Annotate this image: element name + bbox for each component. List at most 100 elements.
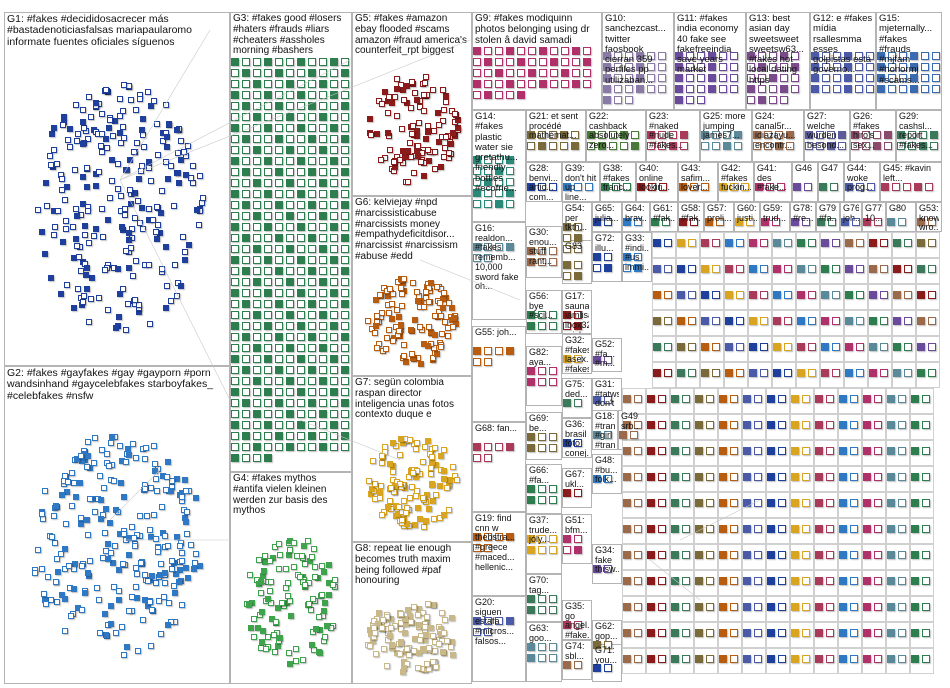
graph-node [171,582,178,589]
graph-node [297,421,305,429]
graph-node [723,141,731,150]
graph-node [473,544,481,552]
graph-node [319,377,327,385]
small-group-label: G68: fan... [475,424,518,433]
small-group-label: G56: bye #sci... [529,292,553,321]
graph-node [619,431,627,439]
graph-node [821,239,829,247]
graph-node [473,443,481,451]
graph-node [701,265,709,273]
cluster-nodes [695,571,717,595]
graph-node [41,251,48,258]
graph-node [911,603,919,611]
graph-node [844,52,852,61]
graph-node [268,615,275,622]
graph-node [775,130,783,139]
graph-node [128,594,135,601]
graph-node [791,447,799,455]
group-label: G22: cashback absolutely zero... [589,112,630,151]
graph-node [271,631,278,638]
graph-node [648,183,656,191]
graph-node [320,608,327,615]
graph-node [370,458,377,465]
graph-node [242,366,250,374]
graph-node [275,212,283,220]
graph-node [247,571,254,578]
graph-node [286,113,294,121]
cluster-nodes [887,545,909,569]
tiny-group-panel [862,440,886,466]
graph-node [258,578,265,585]
graph-node [420,108,427,115]
graph-node [425,123,432,130]
tiny-group-panel [838,492,862,518]
graph-node [780,96,788,105]
graph-node [275,190,283,198]
graph-node [182,519,189,526]
tiny-group-panel [748,284,772,310]
graph-node [117,192,124,199]
graph-node [408,618,415,625]
cluster-nodes [719,545,741,569]
graph-node [394,307,401,314]
graph-node [166,120,173,127]
graph-node [634,253,642,261]
graph-node [447,643,454,650]
graph-node [231,366,239,374]
graph-node [484,443,492,451]
graph-node [242,223,250,231]
graph-node [839,655,847,663]
graph-node [887,525,895,533]
graph-node [286,179,294,187]
graph-node [887,577,895,585]
graph-node [791,603,799,611]
graph-node [246,601,253,608]
graph-node [152,579,159,586]
graph-node [115,185,122,192]
graph-node [697,85,705,94]
graph-node [178,494,185,501]
graph-node [777,183,785,191]
graph-node [922,629,930,637]
graph-node [571,130,579,139]
graph-node [261,553,268,560]
cluster-nodes [863,441,885,465]
graph-node [341,278,349,286]
cluster-nodes [671,441,693,465]
graph-node [319,179,327,187]
group-label: G7: segün colombia raspan director intel… [355,378,454,421]
graph-node [563,183,571,191]
cluster-nodes [887,203,915,231]
tiny-group-panel [814,518,838,544]
graph-node [877,74,885,83]
tiny-group-panel [862,518,886,544]
graph-node [730,63,738,72]
tiny-group-panel [694,648,718,674]
graph-node [839,525,847,533]
graph-node [899,85,907,94]
graph-node [341,113,349,121]
graph-node [539,69,547,77]
cluster-nodes [593,339,621,371]
cluster-nodes [563,469,591,507]
graph-node [275,333,283,341]
graph-node [730,395,738,403]
graph-node [341,432,349,440]
graph-node [473,628,481,636]
tiny-group-panel [910,570,934,596]
graph-node [549,643,557,651]
graph-node [675,63,683,72]
graph-node [669,141,677,150]
cluster-nodes [877,13,941,109]
graph-node [538,444,546,452]
graph-node [42,488,49,495]
graph-node [440,630,447,637]
small-group-label: G74: sbl... [565,642,585,661]
tiny-group-panel [622,544,646,570]
tiny-group-panel [718,388,742,414]
cluster-nodes [839,623,861,647]
graph-node [701,343,709,351]
graph-node [398,610,405,617]
graph-node [697,52,705,61]
tiny-group-panel [700,232,724,258]
